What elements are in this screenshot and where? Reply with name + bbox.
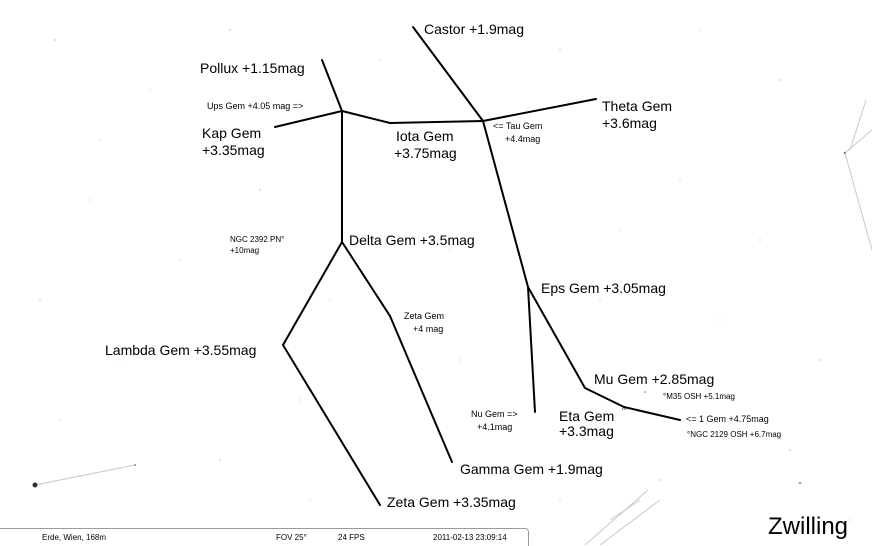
label-kap-gem-mag: +3.35mag [202,142,265,158]
label-ngc2129: °NGC 2129 OSH +6.7mag [687,430,782,439]
label-zeta-gem-small-name: Zeta Gem [404,311,445,321]
status-datetime: 2011-02-13 23:09:14 [433,533,507,542]
label-eta-gem-name: Eta Gem [559,408,615,424]
bright-star-left [32,482,38,488]
label-tau-gem-name: <= Tau Gem [493,121,543,131]
label-nu-gem-name: Nu Gem => [471,409,518,419]
label-lambda-gem: Lambda Gem +3.55mag [105,342,257,358]
background-stars [39,29,851,521]
label-theta-gem-name: Theta Gem [602,98,673,114]
label-nu-gem-mag: +4.1mag [477,422,513,432]
status-location: Erde, Wien, 168m [42,533,107,542]
label-eta-gem-mag: +3.3mag [559,423,614,439]
label-ngc2392-mag: +10mag [230,246,260,255]
status-bar: Erde, Wien, 168m FOV 25° 24 FPS 2011-02-… [0,528,529,546]
label-gamma-gem: Gamma Gem +1.9mag [460,461,603,477]
label-zeta-gem: Zeta Gem +3.35mag [387,494,516,510]
label-m35: °M35 OSH +5.1mag [663,392,735,401]
label-castor: Castor +1.9mag [424,21,524,37]
label-tau-gem-mag: +4.4mag [505,134,541,144]
label-theta-gem-mag: +3.6mag [602,115,657,131]
label-delta-gem: Delta Gem +3.5mag [349,232,475,248]
label-pollux: Pollux +1.15mag [200,60,305,76]
label-one-gem: <= 1 Gem +4.75mag [686,414,769,424]
label-iota-gem-name: Iota Gem [396,128,454,144]
eta-gem-marker: ^ [622,406,626,415]
status-fov: FOV 25° [276,533,307,542]
neighbor-constellation-lines [34,99,872,545]
constellation-title: Zwilling [768,513,849,540]
label-ngc2392-name: NGC 2392 PN° [230,235,285,244]
label-mu-gem: Mu Gem +2.85mag [594,371,715,387]
label-zeta-gem-small-mag: +4 mag [413,324,444,334]
label-iota-gem-mag: +3.75mag [394,145,457,161]
label-ups-gem: Ups Gem +4.05 mag => [207,101,304,111]
label-kap-gem-name: Kap Gem [202,125,262,141]
constellation-lines [274,26,681,506]
label-eps-gem: Eps Gem +3.05mag [541,280,666,296]
status-fps: 24 FPS [338,533,365,542]
